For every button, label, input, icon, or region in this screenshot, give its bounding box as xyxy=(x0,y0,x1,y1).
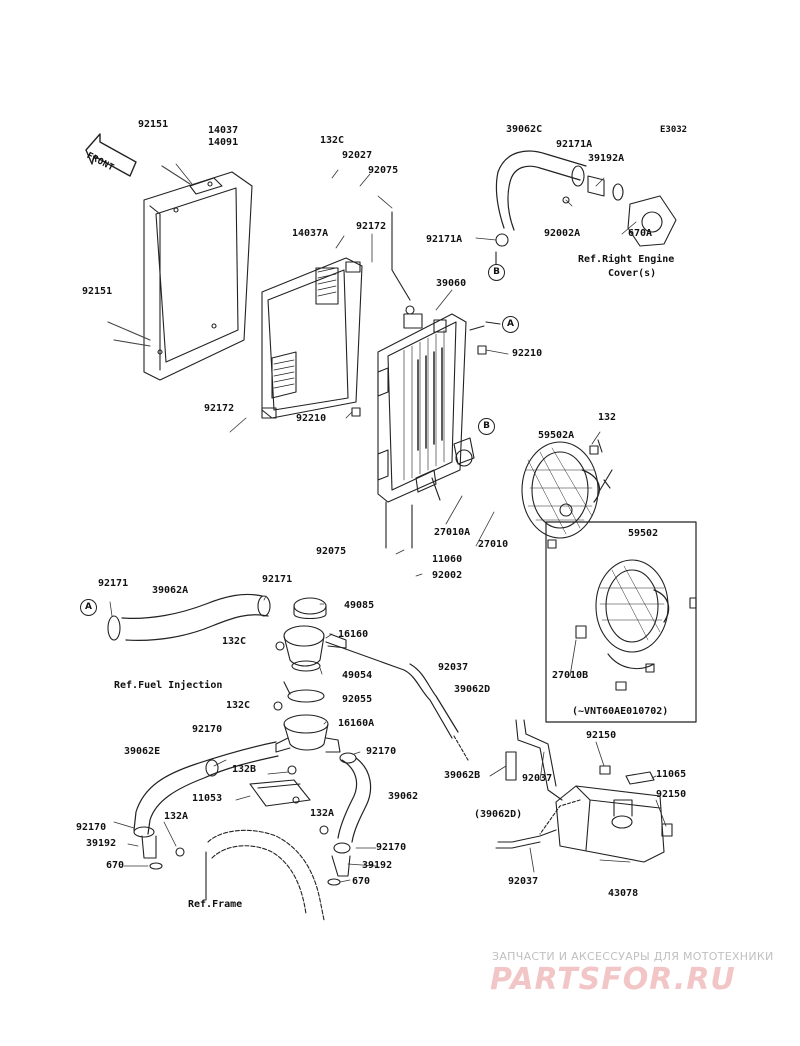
part-label: 92150 xyxy=(586,730,617,741)
ref-engine-cover-2: Cover(s) xyxy=(608,268,657,279)
coolant-reservoir xyxy=(555,765,673,863)
part-label: 27010 xyxy=(478,539,509,550)
ref-engine-cover: Ref.Right Engine xyxy=(578,254,675,265)
watermark-tagline: ЗАПЧАСТИ И АКСЕССУАРЫ ДЛЯ МОТОТЕХНИКИ xyxy=(492,950,774,963)
part-label: 92151 xyxy=(82,286,113,297)
part-label: 670 xyxy=(106,860,125,871)
radiator-screen xyxy=(261,257,363,419)
upper-hose xyxy=(495,150,677,267)
part-label: 92171A xyxy=(426,234,463,245)
part-label: 39062B xyxy=(444,770,481,781)
part-label: 92075 xyxy=(316,546,347,557)
callout-a-left: A xyxy=(80,599,97,616)
part-label: 92171 xyxy=(98,578,129,589)
part-label: 132A xyxy=(310,808,335,819)
part-label: 39062 xyxy=(388,791,419,802)
part-label: 670A xyxy=(628,228,653,239)
part-label: 92055 xyxy=(342,694,373,705)
part-label: 43078 xyxy=(608,888,639,899)
part-label: 92037 xyxy=(522,773,553,784)
part-label: 14091 xyxy=(208,137,239,148)
part-label: 92027 xyxy=(342,150,373,161)
bracket-11053 xyxy=(249,765,311,807)
part-label: 132C xyxy=(320,135,345,146)
front-arrow-icon xyxy=(85,133,137,177)
part-label: 92037 xyxy=(438,662,469,673)
part-label: 132B xyxy=(232,764,257,775)
radiator-core xyxy=(351,305,487,503)
part-label: 27010A xyxy=(434,527,471,538)
part-label: 39192A xyxy=(588,153,625,164)
part-label: 59502A xyxy=(538,430,575,441)
part-label: 16160A xyxy=(338,718,375,729)
hose-39062a xyxy=(107,593,271,641)
watermark-logo: PARTSFOR.RU xyxy=(490,962,736,997)
part-label: 49085 xyxy=(344,600,375,611)
callout-b-mid: B xyxy=(478,418,495,435)
diagram-code: E3032 xyxy=(660,125,688,135)
part-label: 39062A xyxy=(152,585,189,596)
hose-39062e xyxy=(133,741,279,870)
part-label: 92172 xyxy=(356,221,387,232)
part-label: 49054 xyxy=(342,670,373,681)
part-label: 92151 xyxy=(138,119,169,130)
part-label: 92037 xyxy=(508,876,539,887)
cooling-fan-inset xyxy=(575,559,697,691)
part-label: 92172 xyxy=(204,403,235,414)
part-label: 39192 xyxy=(362,860,393,871)
part-label: 92170 xyxy=(366,746,397,757)
part-label: 92002A xyxy=(544,228,581,239)
radiator-shroud xyxy=(143,171,253,381)
part-label: 39062E xyxy=(124,746,161,757)
part-label: 92170 xyxy=(76,822,107,833)
part-label: 59502 xyxy=(628,528,659,539)
part-label: 92075 xyxy=(368,165,399,176)
part-label: 11053 xyxy=(192,793,223,804)
part-label: 92170 xyxy=(376,842,407,853)
part-label: 27010B xyxy=(552,670,589,681)
ref-frame: Ref.Frame xyxy=(188,899,243,910)
serial-note: (~VNT60AE010702) xyxy=(572,706,669,717)
part-label: 39062C xyxy=(506,124,543,135)
part-label: 92210 xyxy=(296,413,327,424)
part-label: 39062D xyxy=(454,684,491,695)
part-label: 14037A xyxy=(292,228,329,239)
frame-reference xyxy=(205,829,325,921)
part-label: 11060 xyxy=(432,554,463,565)
part-label: 132A xyxy=(164,811,189,822)
part-label: 132C xyxy=(226,700,251,711)
part-label: 92171A xyxy=(556,139,593,150)
part-label: 39192 xyxy=(86,838,117,849)
part-label: 92150 xyxy=(656,789,687,800)
callout-a-top: A xyxy=(502,316,519,333)
part-label: 16160 xyxy=(338,629,369,640)
part-label: 92170 xyxy=(192,724,223,735)
cooling-fan-a xyxy=(521,441,613,549)
inset-frame xyxy=(545,521,697,723)
part-label: 39060 xyxy=(436,278,467,289)
part-label: 92002 xyxy=(432,570,463,581)
part-label: 132C xyxy=(222,636,247,647)
ref-fuel-injection: Ref.Fuel Injection xyxy=(114,680,223,691)
leader-lines xyxy=(109,163,667,883)
callout-b-top: B xyxy=(488,264,505,281)
part-label: 92171 xyxy=(262,574,293,585)
part-label: 92210 xyxy=(512,348,543,359)
part-label: (39062D) xyxy=(474,809,523,820)
thermostat-housing xyxy=(273,597,347,753)
part-label: 11065 xyxy=(656,769,687,780)
part-label: 132 xyxy=(598,412,617,423)
part-label: 670 xyxy=(352,876,371,887)
part-label: 14037 xyxy=(208,125,239,136)
hose-39062 xyxy=(319,752,372,886)
